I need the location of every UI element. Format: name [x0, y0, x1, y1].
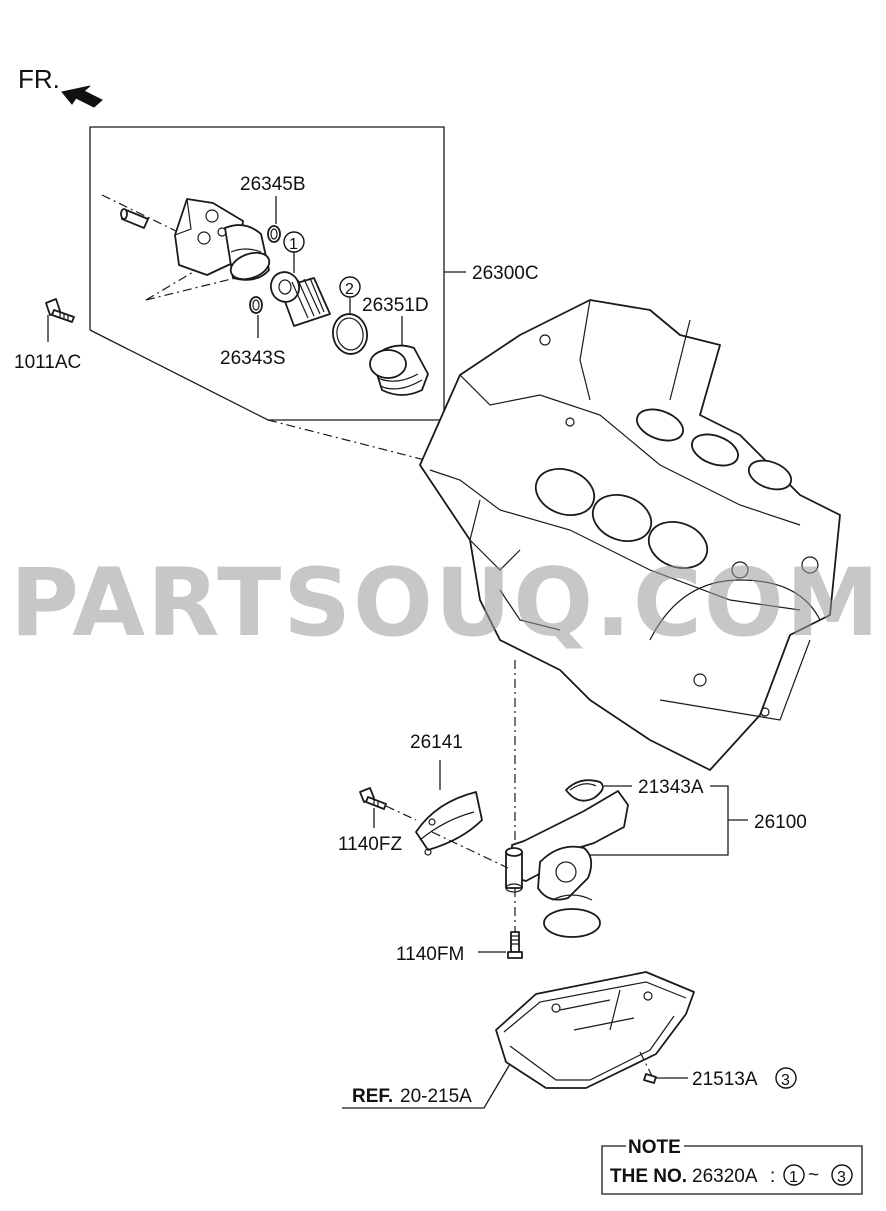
note-part: 26320A [692, 1166, 758, 1187]
oil-pump-assembly: 21343A [505, 777, 748, 938]
note-prefix: THE NO. [610, 1166, 687, 1187]
callout-1-circle [283, 231, 305, 253]
oil-filter-cap [369, 316, 429, 396]
ref-prefix: REF. [352, 1086, 393, 1107]
note-tilde: ~ [808, 1165, 819, 1186]
baffle-26141 [415, 760, 483, 856]
callout-3-circle [775, 1067, 797, 1089]
o-ring-large [332, 298, 368, 355]
o-ring-26343S [249, 296, 263, 338]
callout-2-circle [339, 276, 361, 298]
engine-block [419, 299, 841, 771]
callout-2: 2 [345, 281, 354, 298]
front-orientation-marker: FR. [18, 64, 103, 108]
bolt-1140FZ [359, 787, 387, 828]
oil-filter-element [269, 252, 331, 327]
note-from-circle [783, 1164, 805, 1186]
reference-callout: REF. 20-215A [342, 1063, 511, 1109]
o-ring-26345B [267, 196, 281, 243]
callout-1: 1 [289, 236, 298, 253]
stud-pin [120, 208, 149, 229]
gasket-21343A [565, 779, 632, 802]
note-title: NOTE [628, 1137, 681, 1158]
label-1140FM: 1140FM [396, 944, 464, 965]
bolt-1011AC [45, 298, 75, 342]
label-1140FZ: 1140FZ [338, 834, 402, 855]
note-to: 3 [837, 1169, 846, 1186]
note-from: 1 [789, 1169, 798, 1186]
label-26100: 26100 [754, 812, 807, 833]
label-26300C: 26300C [472, 263, 539, 284]
front-label: FR. [18, 64, 60, 94]
baffle-axis-line [431, 831, 509, 869]
oil-filter-assembly-group: 26345B 26343S 1 2 [89, 126, 539, 461]
oil-pan [495, 971, 695, 1089]
watermark: PARTSOUQ.COM [10, 549, 881, 658]
ref-value: 20-215A [400, 1086, 472, 1107]
oil-filter-housing [174, 198, 271, 281]
label-26351D: 26351D [362, 295, 429, 316]
bolt-1140FM [478, 931, 523, 959]
label-26345B: 26345B [240, 174, 306, 195]
bolt-axis-line [385, 805, 417, 821]
callout-3: 3 [781, 1072, 790, 1089]
label-21343A: 21343A [638, 777, 704, 798]
front-arrow-icon [61, 85, 103, 108]
label-26141: 26141 [410, 732, 463, 753]
label-21513A: 21513A [692, 1069, 758, 1090]
note-colon: : [770, 1166, 775, 1187]
note-box: NOTE THE NO. 26320A : 1 ~ 3 [601, 1137, 863, 1195]
note-to-circle [831, 1164, 853, 1186]
label-1011AC: 1011AC [14, 352, 81, 373]
label-26343S: 26343S [220, 348, 286, 369]
